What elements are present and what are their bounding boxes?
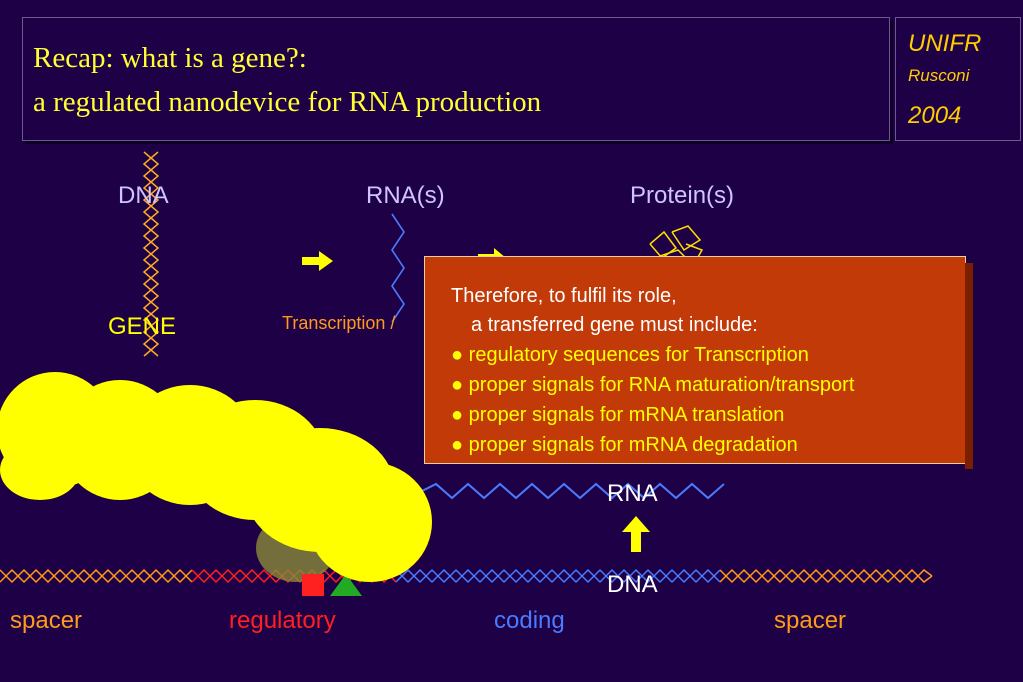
- callout-item-4: ● proper signals for mRNA degradation: [451, 434, 798, 456]
- lower-dna-label: DNA: [607, 571, 658, 598]
- callout-item-2: ● proper signals for RNA maturation/tran…: [451, 374, 855, 396]
- bottom-dna-spacer-right: [719, 568, 933, 584]
- rna-strand: [391, 213, 405, 323]
- bullet-icon: ●: [451, 344, 464, 366]
- lower-rna-label: RNA: [607, 480, 658, 507]
- brand-org: UNIFR: [908, 30, 982, 57]
- brand-box: UNIFR Rusconi 2004: [895, 17, 1021, 141]
- brand-author: Rusconi: [908, 66, 970, 85]
- callout-shadow: [965, 263, 973, 469]
- protein-label: Protein(s): [630, 182, 735, 209]
- bullet-icon: ●: [451, 374, 464, 396]
- callout-box: Therefore, to fulfil its role, a transfe…: [424, 256, 973, 469]
- arrow-right-icon-1: [302, 251, 333, 271]
- title-box: Recap: what is a gene?: a regulated nano…: [22, 17, 890, 141]
- rna-label: RNA(s): [366, 182, 445, 209]
- yellow-highlight-scribble: [0, 372, 432, 582]
- slide-title-line-2: a regulated nanodevice for RNA productio…: [33, 86, 542, 118]
- callout-item-1: ● regulatory sequences for Transcription: [451, 344, 809, 366]
- segment-coding: coding: [494, 607, 565, 634]
- lower-rna-strand: [419, 482, 725, 500]
- bottom-dna-spacer-left: [0, 568, 193, 584]
- arrow-up-icon: [622, 516, 650, 552]
- top-dna-strand-b: [142, 151, 160, 357]
- bullet-icon: ●: [451, 434, 464, 456]
- gene-label: GENE: [108, 313, 177, 340]
- segment-spacer-right: spacer: [774, 607, 847, 634]
- segment-spacer-left: spacer: [10, 607, 83, 634]
- callout-line-2: a transferred gene must include:: [471, 314, 758, 336]
- slide-title-line-1: Recap: what is a gene?:: [33, 42, 307, 74]
- bullet-icon: ●: [451, 404, 464, 426]
- brand-year: 2004: [908, 102, 962, 129]
- transcription-label: Transcription /: [282, 313, 396, 333]
- bottom-dna-coding: [395, 568, 721, 584]
- callout-item-3: ● proper signals for mRNA translation: [451, 404, 785, 426]
- dna-label: DNA: [118, 182, 169, 209]
- segment-regulatory: regulatory: [229, 607, 336, 634]
- callout-line-1: Therefore, to fulfil its role,: [451, 285, 677, 307]
